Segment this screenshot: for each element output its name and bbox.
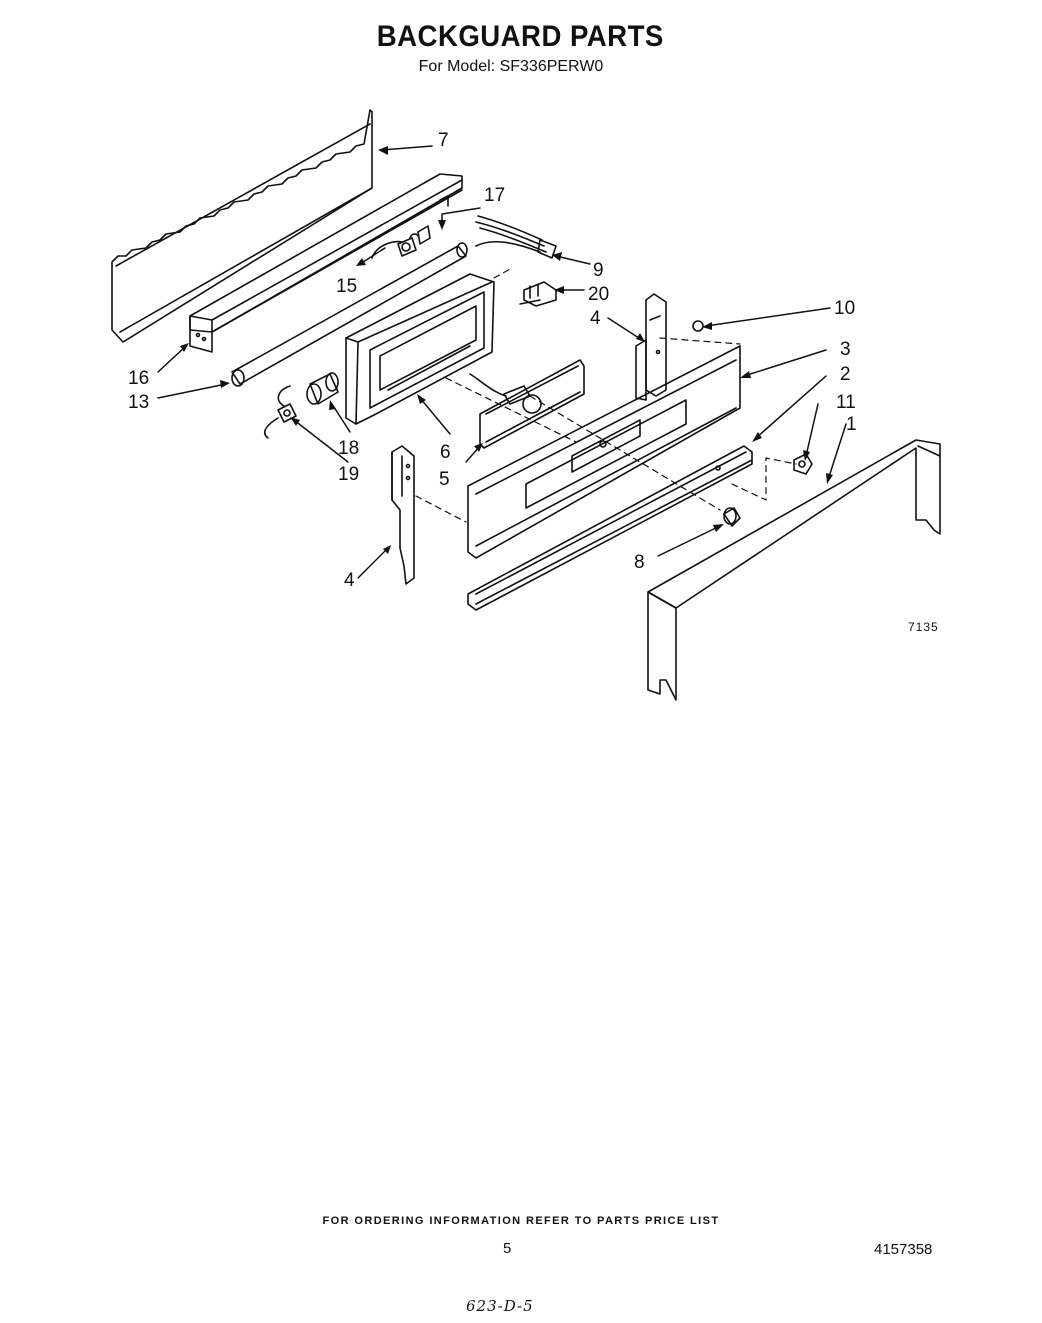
part-8-knob xyxy=(723,507,741,527)
part-11-clip xyxy=(793,453,813,475)
callout-18: 18 xyxy=(338,438,359,459)
callout-11: 11 xyxy=(836,392,856,413)
callout-20: 20 xyxy=(588,284,609,305)
part-16-channel xyxy=(189,173,463,353)
callout-numbers: 7 17 9 15 20 10 4 3 2 11 1 16 13 18 19 6… xyxy=(128,130,857,591)
callout-17: 17 xyxy=(484,185,505,206)
callout-15: 15 xyxy=(336,276,357,297)
part-13-fluorescent-tube xyxy=(231,242,468,387)
callout-9: 9 xyxy=(593,260,604,281)
callout-4-right: 4 xyxy=(590,308,601,329)
part-4-left-bracket xyxy=(391,445,415,585)
model-subtitle-text: For Model: SF336PERW0 xyxy=(418,58,604,75)
ordering-note: FOR ORDERING INFORMATION REFER TO PARTS … xyxy=(0,1215,1042,1227)
leader-arrowheads xyxy=(180,146,833,554)
leader-lines xyxy=(157,145,847,579)
callout-19: 19 xyxy=(338,464,359,485)
handwritten-mark: 623-D-5 xyxy=(466,1297,534,1315)
part-1-end-cap xyxy=(647,439,941,701)
callout-16: 16 xyxy=(128,368,149,389)
ordering-note-text: FOR ORDERING INFORMATION REFER TO PARTS … xyxy=(322,1215,720,1227)
alignment-lines xyxy=(415,267,797,523)
part-2-trim-strip xyxy=(467,445,753,611)
callout-7: 7 xyxy=(438,130,449,151)
callout-1: 1 xyxy=(846,414,857,435)
callout-10: 10 xyxy=(834,298,855,319)
part-10-screw xyxy=(692,320,704,332)
page-number: 5 xyxy=(503,1240,512,1257)
part-18-socket xyxy=(306,372,339,405)
callout-4-left: 4 xyxy=(344,570,355,591)
part-5-lens xyxy=(469,359,585,449)
callout-13: 13 xyxy=(128,392,149,413)
part-17-clip xyxy=(417,225,431,245)
part-7-rear-panel xyxy=(111,109,373,343)
callout-6: 6 xyxy=(440,442,451,463)
document-number: 4157358 xyxy=(874,1241,933,1258)
part-6-lamp-housing xyxy=(345,273,495,425)
part-20-transformer xyxy=(519,281,557,307)
figure-code: 7135 xyxy=(908,620,939,634)
part-4-right-bracket xyxy=(635,293,667,401)
callout-2: 2 xyxy=(840,364,851,385)
callout-5: 5 xyxy=(439,469,450,490)
part-9-wire-harness xyxy=(475,215,557,259)
callout-3: 3 xyxy=(840,339,851,360)
part-19-socket-base xyxy=(263,385,297,439)
callout-8: 8 xyxy=(634,552,645,573)
page-title: BACKGUARD PARTS xyxy=(376,20,664,53)
part-3-control-panel xyxy=(467,345,741,559)
model-subtitle: For Model: SF336PERW0 xyxy=(0,58,1042,76)
